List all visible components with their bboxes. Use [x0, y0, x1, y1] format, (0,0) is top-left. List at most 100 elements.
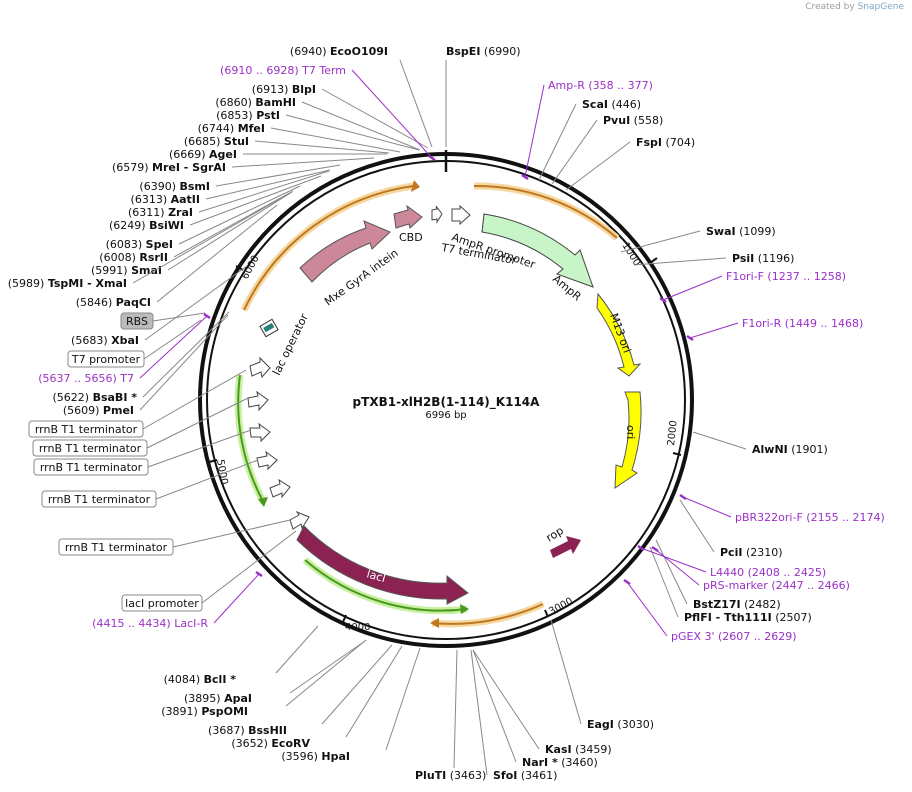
enzyme-name: BamHI: [255, 96, 296, 109]
rop-feature-arrow[interactable]: [550, 536, 581, 558]
primer-binding-mark: [679, 493, 687, 501]
feature-box-text: rrnB T1 terminator: [35, 423, 138, 436]
enzyme-site-swai[interactable]: SwaI (1099): [620, 225, 776, 253]
primer-f1ori-f[interactable]: F1ori-F (1237 .. 1258): [659, 270, 846, 304]
enzyme-site-bsiwi[interactable]: (6249) BsiWI: [109, 175, 322, 232]
enzyme-site-bsshii[interactable]: (3687) BssHII: [208, 644, 393, 737]
enzyme-site-xbai[interactable]: (5683) XbaI: [71, 265, 248, 347]
primer-prs-marker[interactable]: pRS-marker (2447 .. 2466): [651, 545, 850, 592]
enzyme-site-bsmi[interactable]: (6390) BsmI: [139, 164, 341, 193]
enzyme-site-sfoi[interactable]: SfoI (3461): [470, 649, 557, 782]
enzyme-name: FspI: [636, 136, 662, 149]
enzyme-position: (704): [662, 136, 695, 149]
enzyme-site-pflfi-tth111i[interactable]: PflFI - Tth111I (2507): [649, 546, 812, 624]
enzyme-site-stui[interactable]: (6685) StuI: [184, 135, 390, 154]
enzyme-name: EcoO109I: [330, 45, 388, 58]
enzyme-position: (6990): [480, 45, 520, 58]
enzyme-site-mrei-sgrai[interactable]: (6579) MreI - SgrAI: [112, 157, 375, 174]
enzyme-site-rsrii[interactable]: (6008) RsrII: [99, 190, 294, 264]
primer-f1ori-r[interactable]: F1ori-R (1449 .. 1468): [686, 317, 863, 342]
primer-t7-term[interactable]: (6910 .. 6928) T7 Term: [220, 64, 436, 162]
feature-box-rrnb-t1-terminator[interactable]: rrnB T1 terminator: [41, 459, 259, 508]
enzyme-site-paqci[interactable]: (5846) PaqCI: [76, 204, 278, 309]
enzyme-position: (2507): [772, 611, 812, 624]
ori-feature-arrow[interactable]: [614, 391, 642, 489]
enzyme-site-smai[interactable]: (5991) SmaI: [91, 191, 293, 277]
ampr-promoter-arrow[interactable]: [451, 204, 471, 226]
enzyme-site-spei[interactable]: (6083) SpeI: [106, 185, 301, 251]
primer-label: Amp-R (358 .. 377): [548, 79, 653, 92]
primer-range: (1237 .. 1258): [764, 270, 846, 283]
enzyme-site-aatii[interactable]: (6313) AatII: [131, 169, 331, 206]
enzyme-position: (558): [630, 114, 663, 127]
enzyme-name: BssHII: [248, 724, 287, 737]
enzyme-site-scai[interactable]: ScaI (446): [538, 98, 641, 181]
enzyme-site-pvui[interactable]: PvuI (558): [551, 114, 663, 185]
enzyme-leader-line: [551, 119, 598, 185]
enzyme-site-alwni[interactable]: AlwNI (1901): [692, 431, 828, 456]
feature-box-text: RBS: [126, 315, 148, 328]
enzyme-name: SmaI: [131, 264, 162, 277]
enzyme-site-fspi[interactable]: FspI (704): [565, 136, 695, 191]
feature-box-rbs[interactable]: RBS: [120, 312, 206, 330]
primer-name: F1ori-F: [726, 270, 764, 283]
enzyme-site-pmei[interactable]: (5609) PmeI: [63, 314, 229, 417]
enzyme-site-bcli[interactable]: (4084) BclI *: [164, 625, 319, 686]
enzyme-site-eagi[interactable]: EagI (3030): [550, 619, 654, 731]
primer-pgex-3[interactable]: pGEX 3' (2607 .. 2629): [623, 578, 797, 643]
enzyme-site-bamhi[interactable]: (6860) BamHI: [215, 96, 421, 151]
primer-pbr322ori-f[interactable]: pBR322ori-F (2155 .. 2174): [679, 493, 885, 524]
mxe-gyra-intein-arrow[interactable]: [299, 220, 391, 283]
laci-feature-arrow[interactable]: [296, 525, 469, 605]
primer-binding-mark: [428, 154, 436, 162]
primer-l4440[interactable]: L4440 (2408 .. 2425): [637, 544, 826, 579]
feature-box-rrnb-t1-terminator[interactable]: rrnB T1 terminator: [28, 369, 247, 438]
cbd-feature-arrow[interactable]: [393, 204, 423, 229]
enzyme-name: BclI *: [204, 673, 237, 686]
enzyme-site-blpi[interactable]: (6913) BlpI: [252, 83, 429, 149]
enzyme-name: PaqCI: [116, 296, 151, 309]
feature-box-t7-promoter[interactable]: T7 promoter: [67, 319, 202, 368]
enzyme-site-apai[interactable]: (3895) ApaI: [184, 640, 366, 705]
enzyme-site-ecorv[interactable]: (3652) EcoRV: [231, 645, 403, 750]
enzyme-site-mfei[interactable]: (6744) MfeI: [198, 122, 401, 153]
enzyme-site-zrai[interactable]: (6311) ZraI: [128, 170, 330, 219]
enzyme-site-psti[interactable]: (6853) PstI: [216, 109, 420, 151]
enzyme-leader-line: [285, 639, 367, 707]
primer-t7[interactable]: (5637 .. 5656) T7: [38, 312, 211, 385]
enzyme-position: (5991): [91, 264, 131, 277]
enzyme-leader-line: [679, 499, 715, 553]
enzyme-name: PspOMI: [201, 705, 248, 718]
ampr-feature-arrow[interactable]: [481, 213, 594, 288]
enzyme-site-pspomi[interactable]: (3891) PspOMI: [161, 639, 367, 718]
enzyme-site-nari[interactable]: NarI * (3460): [472, 649, 598, 769]
m13-ori-feature-arrow[interactable]: [596, 292, 642, 377]
enzyme-site-kasi[interactable]: KasI (3459): [472, 649, 612, 756]
feature-box-text: rrnB T1 terminator: [65, 541, 168, 554]
primer-label: F1ori-F (1237 .. 1258): [726, 270, 846, 283]
enzyme-site-psii[interactable]: PsiI (1196): [633, 252, 794, 266]
feature-box-text: T7 promoter: [71, 353, 141, 366]
feature-box-rrnb-t1-terminator[interactable]: rrnB T1 terminator: [58, 519, 291, 556]
primer-laci-r[interactable]: (4415 .. 4434) LacI-R: [92, 570, 263, 630]
enzyme-site-pcii[interactable]: PciI (2310): [679, 499, 783, 559]
feature-box-rrnb-t1-terminator[interactable]: rrnB T1 terminator: [33, 429, 252, 476]
enzyme-site-bspei[interactable]: BspEI (6990): [445, 45, 521, 147]
enzyme-site-tspmi-xmai[interactable]: (5989) TspMI - XmaI: [8, 192, 291, 290]
feature-box-rrnb-t1-terminator[interactable]: rrnB T1 terminator: [32, 397, 249, 457]
enzyme-label: AlwNI (1901): [752, 443, 828, 456]
enzyme-site-ecoo109i[interactable]: (6940) EcoO109I: [290, 45, 433, 148]
enzyme-name: BsiWI: [149, 219, 184, 232]
enzyme-site-hpai[interactable]: (3596) HpaI: [281, 647, 421, 763]
rrnb-terminator-arrows: [247, 356, 310, 530]
enzyme-site-bsabi[interactable]: (5622) BsaBI *: [53, 311, 230, 404]
enzyme-leader-line: [167, 191, 293, 271]
enzyme-position: (6008): [99, 251, 139, 264]
feature-box-laci-promoter[interactable]: lacI promoter: [121, 530, 297, 612]
primer-amp-r[interactable]: Amp-R (358 .. 377): [521, 79, 653, 181]
t7-terminator-arrow[interactable]: [431, 205, 443, 224]
enzyme-site-bstz17i[interactable]: BstZ17I (2482): [655, 539, 781, 611]
enzyme-site-agei[interactable]: (6669) AgeI: [169, 148, 387, 161]
feature-box-frame: [28, 420, 144, 438]
enzyme-site-pluti[interactable]: PluTI (3463): [415, 649, 486, 782]
